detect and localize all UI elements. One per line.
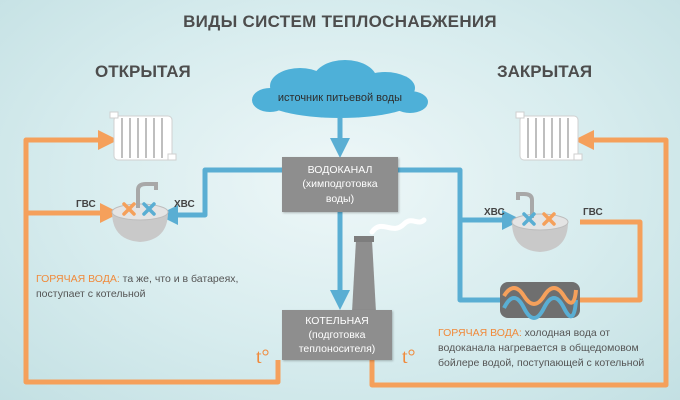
closed-note-text: холодная вода от водоканала нагревается …: [438, 327, 645, 370]
open-note-highlight: ГОРЯЧАЯ ВОДА:: [36, 273, 120, 285]
open-gvs-label: ГВС: [76, 199, 96, 210]
hot-pipe-boiler-return: [580, 219, 643, 303]
cold-pipe-to-boiler: [457, 220, 500, 303]
kotelnaya-line2: (подготовка: [308, 328, 366, 341]
cloud-label: источник питьевой воды: [277, 92, 403, 104]
closed-system-title: ЗАКРЫТАЯ: [497, 62, 593, 81]
chimney-icon: [352, 236, 376, 312]
open-system-title: ОТКРЫТАЯ: [95, 62, 191, 81]
vodokanal-line1: ВОДОКАНАЛ: [307, 164, 373, 177]
cold-water-pipes: [158, 118, 522, 310]
vodokanal-line3: воды): [325, 192, 355, 205]
smoke-icon: [369, 217, 427, 235]
closed-hvs-label: ХВС: [484, 207, 505, 218]
closed-note-highlight: ГОРЯЧАЯ ВОДА:: [438, 327, 522, 339]
open-note-text: та же, что и в батареях, поступает с кот…: [36, 273, 239, 301]
heat-exchanger-icon: [500, 282, 580, 320]
vodokanal-box: ВОДОКАНАЛ (химподготовка воды): [282, 157, 398, 212]
kotelnaya-line3: теплоносителя): [298, 343, 376, 356]
temp-symbol-right: t°: [402, 346, 416, 368]
hot-water-pipes: [23, 130, 669, 388]
kotelnaya-box: КОТЕЛЬНАЯ (подготовка теплоносителя): [282, 310, 392, 360]
radiator-icon: [515, 111, 583, 161]
kotelnaya-line1: КОТЕЛЬНАЯ: [305, 314, 369, 327]
closed-system-note: ГОРЯЧАЯ ВОДА: холодная вода от водоканал…: [438, 326, 670, 372]
vodokanal-line2: (химподготовка: [302, 178, 378, 191]
radiator-icon: [109, 111, 177, 161]
page-title: ВИДЫ СИСТЕМ ТЕПЛОСНАБЖЕНИЯ: [183, 12, 497, 31]
sink-faucet-icon: [511, 192, 569, 252]
hot-pipe-closed-loop: [369, 130, 669, 388]
temp-symbol-left: t°: [256, 346, 270, 368]
open-hvs-label: ХВС: [174, 199, 195, 210]
open-system-note: ГОРЯЧАЯ ВОДА: та же, что и в батареях, п…: [36, 272, 256, 302]
sink-faucet-icon: [111, 182, 169, 242]
hot-pipe-open-loop: [23, 130, 281, 385]
cold-pipe-to-closed-sink: [398, 167, 522, 230]
closed-gvs-label: ГВС: [583, 207, 603, 218]
cloud-icon: [252, 60, 428, 118]
cold-pipe-to-open-sink: [158, 167, 282, 225]
